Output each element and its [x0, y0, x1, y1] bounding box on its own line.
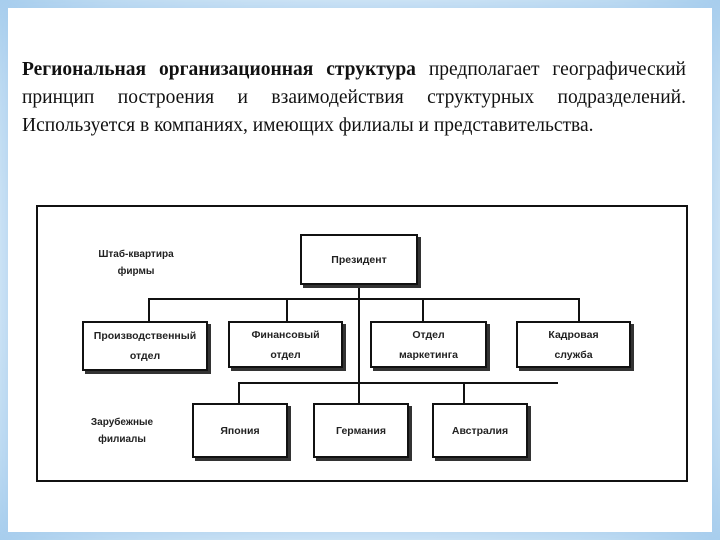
connector-japan [238, 382, 240, 403]
connector-australia [463, 382, 465, 403]
node-branch-australia: Австралия [432, 403, 528, 458]
node-branch-japan: Япония [192, 403, 288, 458]
connector-finance [286, 298, 288, 321]
hq-label: Штаб-квартира фирмы [98, 249, 174, 277]
intro-bold-term: Региональная организационная структура [22, 59, 416, 80]
intro-body-text: предполагает географический принцип пост… [22, 59, 686, 136]
trunk-line [358, 285, 360, 374]
node-finance-dept: Финансовый отдел [228, 321, 343, 368]
connector-production [148, 298, 150, 321]
branches-bus-line [238, 382, 558, 384]
node-hr-dept: Кадровая служба [516, 321, 631, 368]
node-branch-germany: Германия [313, 403, 409, 458]
node-production-dept: Производственный отдел [82, 321, 208, 371]
connector-hr [578, 298, 580, 321]
node-marketing-dept: Отдел маркетинга [370, 321, 487, 368]
node-president: Президент [300, 234, 418, 285]
foreign-branches-label: Зарубежные филиалы [90, 417, 154, 445]
connector-marketing [422, 298, 424, 321]
departments-bus-line [148, 298, 578, 300]
connector-germany [358, 372, 360, 403]
org-chart: Штаб-квартира фирмы Зарубежные филиалы П… [36, 205, 688, 482]
intro-paragraph: Региональная организационная структура п… [22, 56, 686, 140]
